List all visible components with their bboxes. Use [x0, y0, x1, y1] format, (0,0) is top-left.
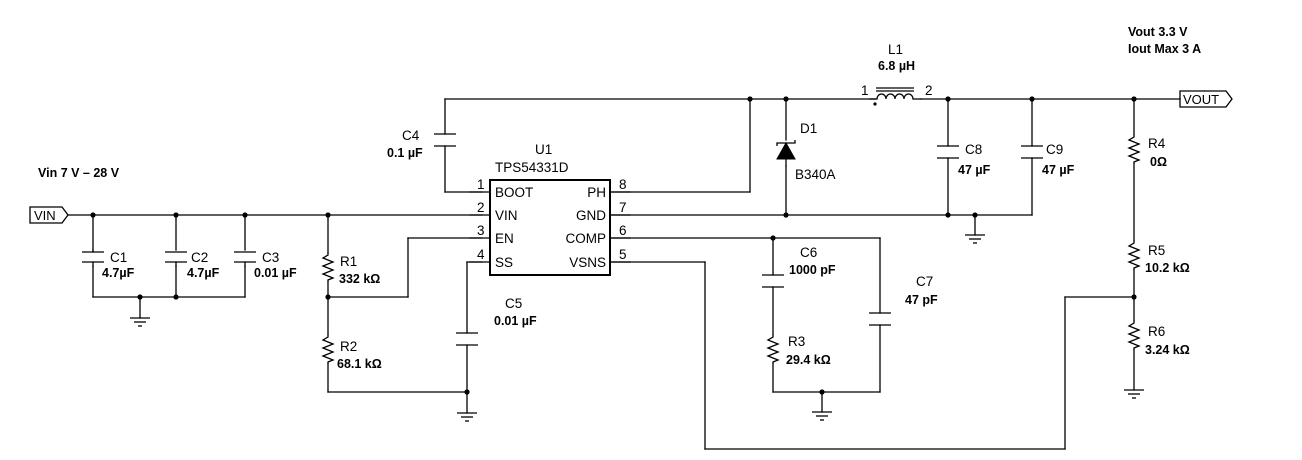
capacitor-c6: C6 1000 pF: [762, 245, 836, 288]
ground-icon: [130, 317, 150, 327]
r4-value: 0Ω: [1150, 155, 1167, 169]
u1-pin-3-name: EN: [495, 231, 514, 246]
junctions: [90, 96, 1137, 395]
iout-note: Iout Max 3 A: [1128, 42, 1201, 56]
u1-pin-4-name: SS: [495, 255, 513, 270]
r5-value: 10.2 kΩ: [1145, 261, 1190, 275]
c1-ref: C1: [110, 250, 127, 265]
inductor-l1: 1 2 L1 6.8 µH: [861, 42, 933, 106]
c4-value: 0.1 µF: [387, 146, 423, 160]
l1-pin1: 1: [861, 83, 869, 98]
wires: [67, 98, 1181, 450]
c1-value: 4.7µF: [102, 266, 135, 280]
capacitor-c5: C5 0.01 µF: [456, 296, 537, 346]
u1-pin-1-name: BOOT: [495, 185, 533, 200]
r5-ref: R5: [1148, 243, 1165, 258]
vout-note: Vout 3.3 V: [1128, 25, 1188, 39]
c7-ref: C7: [916, 274, 933, 289]
resistor-r2: R2 68.1 kΩ: [321, 334, 382, 371]
u1-pin-5-name: VSNS: [569, 255, 606, 270]
capacitor-c3: C3 0.01 µF: [234, 250, 297, 280]
u1-pin-2-num: 2: [477, 200, 485, 215]
c6-ref: C6: [800, 245, 817, 260]
vout-port-label: VOUT: [1183, 92, 1219, 107]
c8-ref: C8: [965, 142, 982, 157]
capacitor-c8: C8 47 µF: [937, 142, 991, 177]
capacitor-c4: C4 0.1 µF: [387, 128, 456, 160]
r1-value: 332 kΩ: [339, 272, 380, 286]
c9-value: 47 µF: [1042, 163, 1075, 177]
u1-pin-3-num: 3: [477, 223, 485, 238]
diode-d1: D1 B340A: [776, 121, 836, 182]
capacitor-c7: C7 47 pF: [869, 274, 938, 326]
c4-ref: C4: [402, 128, 420, 143]
u1-pin-8-num: 8: [619, 177, 627, 192]
l1-value: 6.8 µH: [878, 59, 915, 73]
ground-icon: [1124, 389, 1144, 399]
r6-value: 3.24 kΩ: [1145, 343, 1190, 357]
d1-ref: D1: [800, 121, 817, 136]
u1-pin-7-num: 7: [619, 200, 627, 215]
u1-ref: U1: [535, 142, 552, 157]
r6-ref: R6: [1148, 324, 1165, 339]
u1-pin-5-num: 5: [619, 247, 627, 262]
c8-value: 47 µF: [958, 163, 991, 177]
l1-pin2: 2: [925, 83, 933, 98]
r4-ref: R4: [1148, 136, 1166, 151]
u1-pin-1-num: 1: [477, 177, 485, 192]
c5-ref: C5: [505, 296, 522, 311]
resistor-r4: R4 0Ω: [1127, 134, 1167, 169]
c3-value: 0.01 µF: [254, 266, 297, 280]
u1-pin-6-num: 6: [619, 223, 627, 238]
vin-port-label: VIN: [34, 208, 56, 223]
resistor-r6: R6 3.24 kΩ: [1127, 320, 1190, 357]
ground-icon: [965, 234, 985, 244]
r1-ref: R1: [340, 254, 357, 269]
vin-range-note: Vin 7 V – 28 V: [38, 166, 120, 180]
u1-part: TPS54331D: [495, 160, 569, 175]
u1-pin-6-name: COMP: [566, 231, 607, 246]
ground-icon: [457, 412, 477, 422]
c7-value: 47 pF: [905, 293, 938, 307]
r3-ref: R3: [788, 334, 805, 349]
resistor-r1: R1 332 kΩ: [321, 252, 380, 286]
r2-ref: R2: [340, 339, 357, 354]
capacitor-c2: C2 4.7µF: [165, 250, 220, 280]
c2-ref: C2: [191, 250, 208, 265]
c2-value: 4.7µF: [187, 266, 220, 280]
c5-value: 0.01 µF: [494, 314, 537, 328]
ground-icon: [812, 411, 832, 421]
u1-pin-4-num: 4: [477, 247, 485, 262]
u1-pin-7-name: GND: [576, 208, 606, 223]
vin-port: VIN: [29, 206, 69, 224]
d1-value: B340A: [795, 167, 836, 182]
r2-value: 68.1 kΩ: [337, 357, 382, 371]
l1-ref: L1: [888, 42, 903, 57]
resistor-r5: R5 10.2 kΩ: [1127, 240, 1190, 275]
u1-pin-8-name: PH: [587, 185, 606, 200]
c3-ref: C3: [262, 250, 279, 265]
resistor-r3: R3 29.4 kΩ: [766, 334, 831, 367]
ic-u1: U1 TPS54331D 1 BOOT 2 VIN 3 EN 4 SS 8 PH…: [469, 142, 631, 276]
c6-value: 1000 pF: [789, 263, 836, 277]
c9-ref: C9: [1046, 142, 1063, 157]
capacitor-c1: C1 4.7µF: [82, 249, 135, 280]
capacitor-c9: C9 47 µF: [1021, 142, 1075, 177]
vout-port: VOUT: [1179, 90, 1233, 108]
u1-pin-2-name: VIN: [495, 208, 518, 223]
r3-value: 29.4 kΩ: [786, 353, 831, 367]
